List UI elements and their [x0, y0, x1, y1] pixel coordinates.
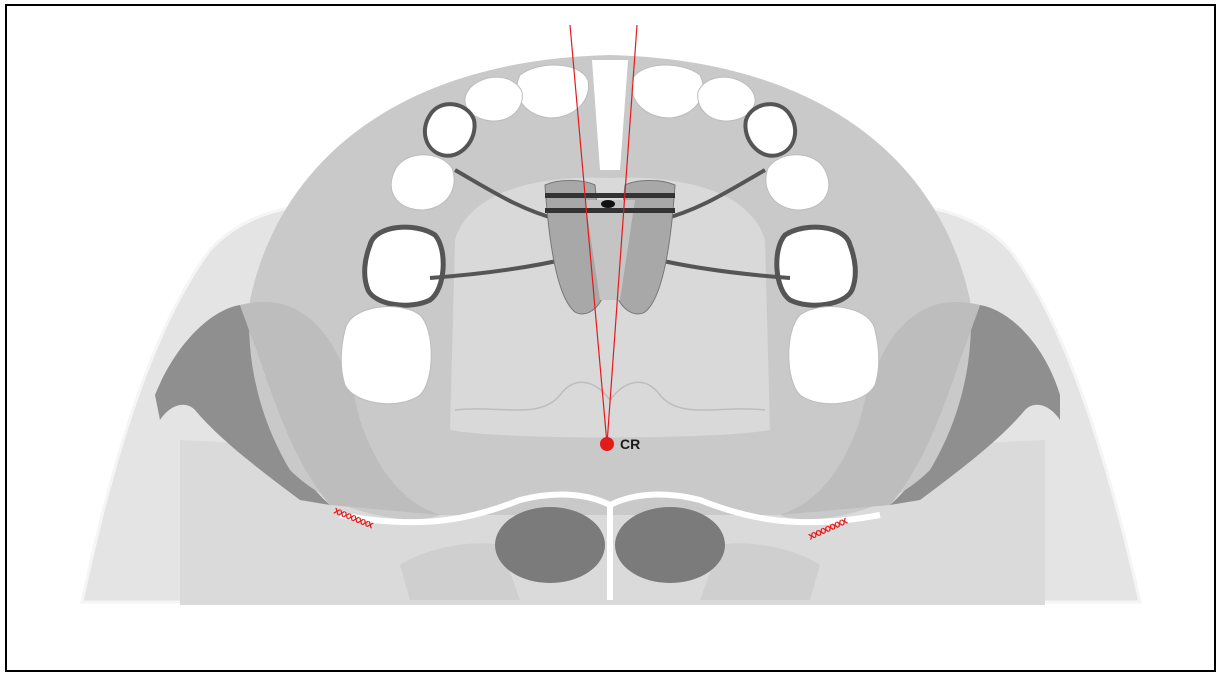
palatal-expander — [545, 180, 675, 313]
tooth-left-premolar-1 — [391, 155, 454, 210]
tooth-right-premolar-2 — [777, 227, 856, 305]
expander-screw-bar-bottom — [545, 208, 675, 213]
expander-screw-bar-top — [545, 193, 675, 198]
tooth-right-molar — [789, 307, 879, 404]
center-of-rotation-label: CR — [620, 436, 640, 452]
tooth-right-premolar-1 — [766, 155, 829, 210]
left-condyle — [495, 507, 605, 583]
tooth-left-premolar-2 — [365, 227, 444, 305]
right-condyle — [615, 507, 725, 583]
expander-screw — [601, 200, 615, 208]
tooth-left-molar — [341, 307, 431, 404]
tooth-left-canine — [425, 104, 475, 156]
center-of-rotation-point — [600, 437, 614, 451]
tooth-right-canine — [745, 104, 795, 156]
